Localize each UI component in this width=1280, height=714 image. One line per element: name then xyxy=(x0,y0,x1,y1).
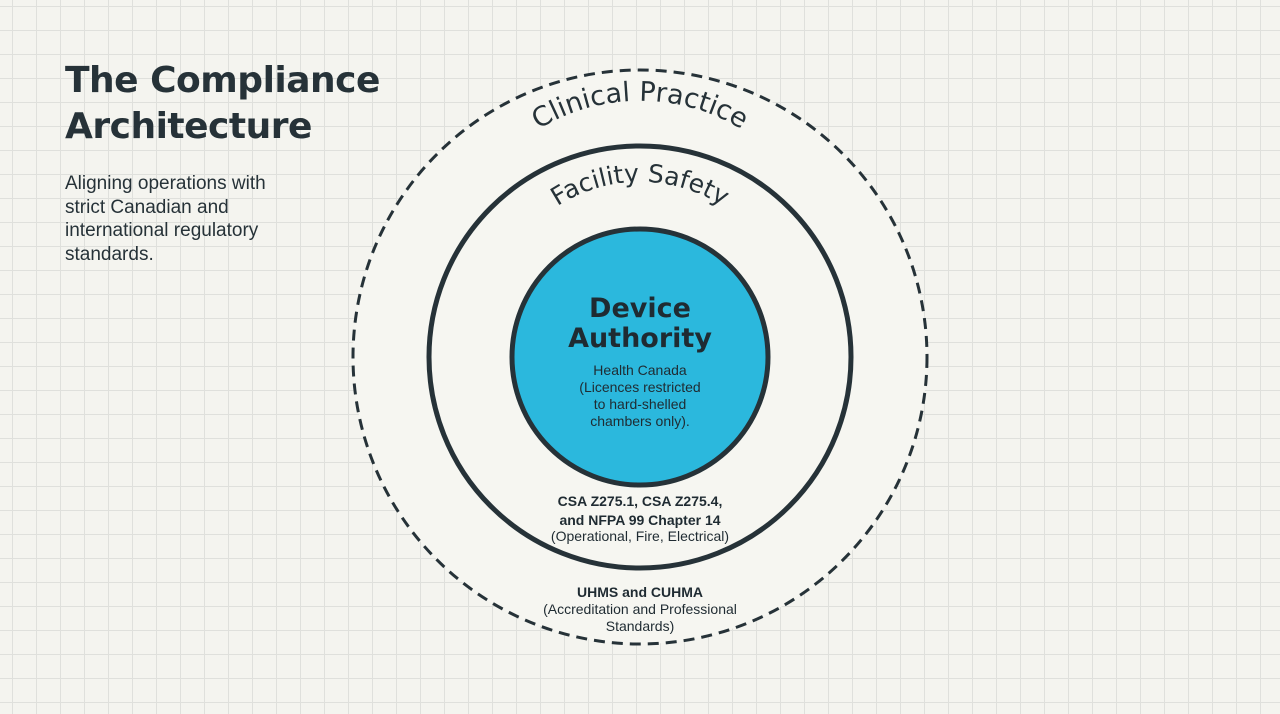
subtitle-line: strict Canadian and xyxy=(65,196,229,218)
middle-ring-detail-line: and NFPA 99 Chapter 14 xyxy=(559,512,720,528)
middle-ring-detail-line: (Operational, Fire, Electrical) xyxy=(551,528,729,544)
outer-ring-detail-line: Standards) xyxy=(606,618,674,634)
core-title-line: Authority xyxy=(568,323,712,354)
slide-title-line: Architecture xyxy=(65,106,312,147)
slide-subtitle: Aligning operations with strict Canadian… xyxy=(65,172,325,266)
slide-title-line: The Compliance xyxy=(65,60,380,101)
subtitle-line: standards. xyxy=(65,243,154,265)
core-detail-line: (Licences restricted xyxy=(579,379,700,395)
outer-ring-detail-line: UHMS and CUHMA xyxy=(577,584,703,600)
subtitle-line: Aligning operations with xyxy=(65,173,266,194)
core-detail-line: chambers only). xyxy=(590,413,690,429)
middle-ring-detail-line: CSA Z275.1, CSA Z275.4, xyxy=(558,493,723,509)
slide-title: The Compliance Architecture xyxy=(65,58,445,150)
core-circle xyxy=(509,226,771,488)
core-detail-line: to hard-shelled xyxy=(594,396,687,412)
outer-ring-detail-line: (Accreditation and Professional xyxy=(543,601,737,617)
core-title-line: Device xyxy=(589,293,691,324)
core-detail-line: Health Canada xyxy=(593,362,687,378)
subtitle-line: international regulatory xyxy=(65,220,259,241)
